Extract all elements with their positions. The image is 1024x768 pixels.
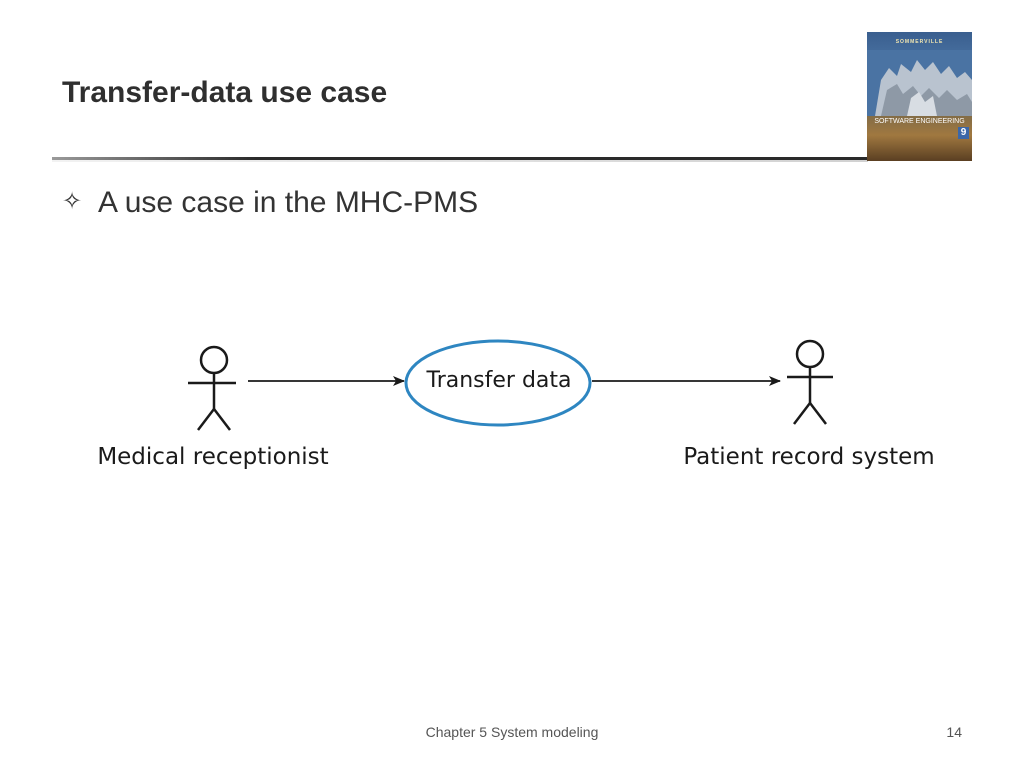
slide-title: Transfer-data use case: [62, 76, 388, 109]
bullet-text: A use case in the MHC-PMS: [98, 186, 479, 219]
book-cover-image: SOMMERVILLE SOFTWARE ENGINEERING 9: [867, 32, 972, 161]
footer-chapter-title: Chapter 5 System modeling: [425, 724, 599, 740]
footer-page-number: 14: [946, 724, 962, 740]
actor-left-leg: [793, 402, 811, 425]
title-divider: [52, 157, 868, 160]
bullet-star-icon: ✧: [62, 188, 83, 215]
actor-head: [199, 345, 229, 375]
actor-right-leg: [213, 408, 231, 431]
actor-head: [795, 339, 825, 369]
actor-right-leg: [809, 402, 827, 425]
book-cover-title: SOFTWARE ENGINEERING: [874, 118, 965, 125]
actor-patient-record-system: Patient record system: [683, 339, 935, 470]
book-cover-edition: 9: [958, 127, 969, 139]
title-divider-shadow: [52, 160, 868, 162]
use-case-label: Transfer data: [425, 368, 571, 393]
use-case-transfer-data: Transfer data: [404, 339, 592, 427]
use-case-ellipse: [404, 339, 592, 427]
actor-label-patient-record-system: Patient record system: [683, 444, 934, 470]
book-cover-building-illustration: [867, 50, 972, 116]
actor-left-leg: [197, 408, 215, 431]
bullet-item: ✧ A use case in the MHC-PMS: [62, 186, 478, 220]
actor-label-medical-receptionist: Medical receptionist: [97, 444, 328, 470]
book-cover-author: SOMMERVILLE: [895, 39, 944, 45]
actor-medical-receptionist: Medical receptionist: [97, 345, 329, 470]
